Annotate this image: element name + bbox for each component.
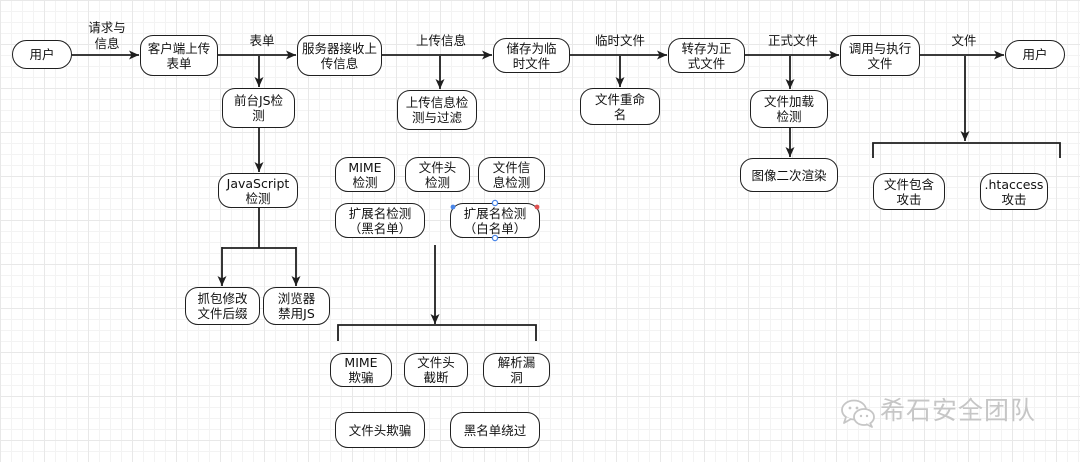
- node-mime-check: MIME 检测: [335, 157, 395, 192]
- node-browser-disable-js: 浏览器 禁用JS: [263, 287, 330, 325]
- node-image-rerender: 图像二次渲染: [740, 158, 838, 192]
- bypass-bracket: [337, 324, 537, 341]
- watermark-text: 希石安全团队: [880, 396, 1037, 425]
- node-store-temp: 储存为临 时文件: [493, 38, 570, 73]
- node-parse-vulnerability: 解析漏 洞: [483, 353, 550, 387]
- node-file-load-check: 文件加载 检测: [750, 90, 828, 128]
- edge-label-request-info: 请求与 信息: [88, 20, 126, 51]
- node-file-rename: 文件重命 名: [580, 88, 660, 125]
- edge-label-upload-info: 上传信息: [415, 33, 466, 48]
- node-invoke-execute: 调用与执行 文件: [840, 35, 920, 76]
- node-upload-filter: 上传信息检 测与过滤: [397, 90, 477, 130]
- node-client-upload-form: 客户端上传 表单: [140, 35, 218, 76]
- edge-label-form: 表单: [249, 33, 275, 48]
- attack-bracket: [872, 142, 1061, 158]
- edge-label-temp-file: 临时文件: [594, 33, 645, 48]
- node-user-end: 用户: [1005, 40, 1065, 69]
- node-packet-capture-bypass: 抓包修改 文件后缀: [185, 287, 260, 325]
- node-extension-blacklist-check: 扩展名检测 （黑名单）: [335, 203, 425, 238]
- node-move-formal: 转存为正 式文件: [668, 38, 745, 73]
- node-extension-whitelist-check: 扩展名检测 （白名单）: [450, 203, 540, 238]
- node-mime-spoof: MIME 欺骗: [330, 353, 392, 387]
- edge-label-formal-file: 正式文件: [767, 33, 818, 48]
- node-user-start: 用户: [12, 40, 72, 69]
- node-javascript-check: JavaScript 检测: [218, 173, 298, 208]
- node-htaccess-attack: .htaccess 攻击: [980, 173, 1048, 210]
- edge-label-file: 文件: [951, 33, 977, 48]
- node-file-info-check: 文件信 息检测: [478, 157, 545, 192]
- node-server-receive: 服务器接收上 传信息: [297, 35, 382, 76]
- node-blacklist-bypass: 黑名单绕过: [450, 412, 540, 448]
- node-file-include-attack: 文件包含 攻击: [873, 173, 945, 210]
- node-frontend-js-check: 前台JS检 测: [222, 88, 295, 128]
- node-file-header-check: 文件头 检测: [405, 157, 470, 192]
- node-file-header-truncate: 文件头 截断: [404, 353, 468, 387]
- node-file-header-spoof: 文件头欺骗: [335, 412, 425, 448]
- wechat-icon: [841, 399, 875, 428]
